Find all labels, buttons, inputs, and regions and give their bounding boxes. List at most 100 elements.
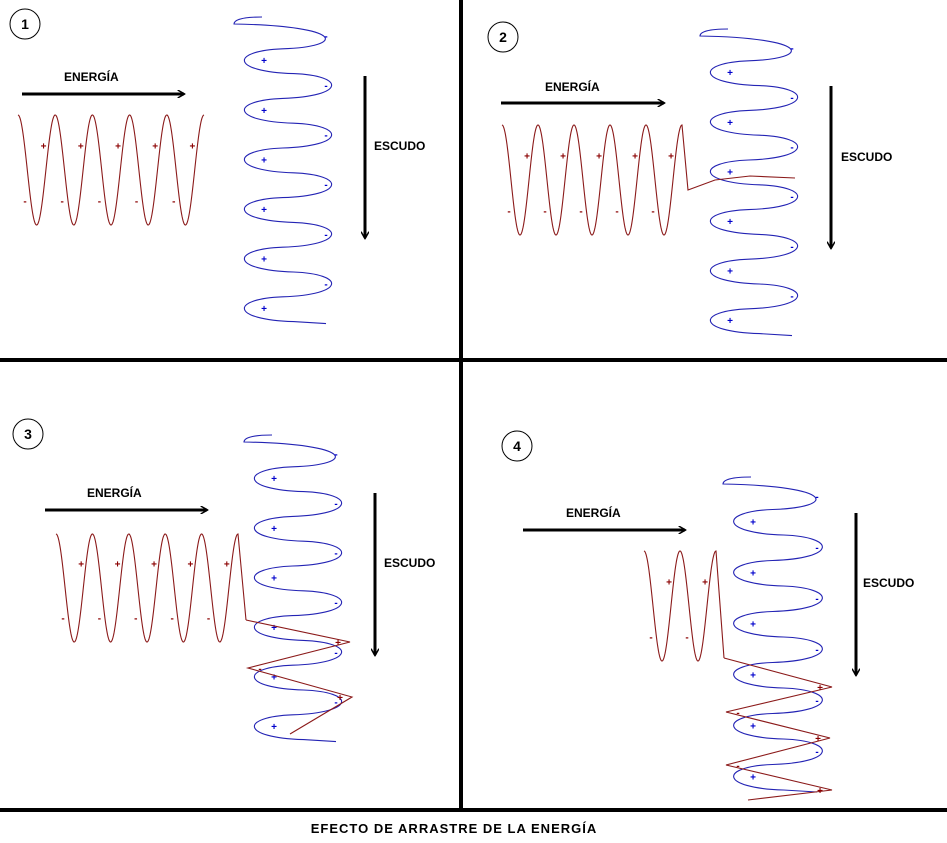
shield-positive-sign: + [727,217,733,228]
shield-negative-sign: - [790,93,793,104]
energy-positive-sign: + [78,141,84,152]
energy-positive-sign: + [560,151,566,162]
shield-positive-sign: + [271,722,277,733]
shield-coil [243,434,343,743]
shield-positive-sign: + [727,118,733,129]
energy-negative-sign: - [61,196,64,207]
shield-positive-sign: + [727,267,733,278]
shield-positive-sign: + [261,56,267,67]
shield-negative-sign: - [324,279,327,290]
shield-label: ESCUDO [841,150,892,164]
energy-label: ENERGÍA [545,79,600,94]
shield-negative-sign: - [790,242,793,253]
energy-negative-sign: - [736,708,739,719]
energy-negative-sign: - [258,664,261,675]
shield-positive-sign: + [261,255,267,266]
energy-positive-sign: + [224,560,230,571]
energy-positive-sign: + [668,151,674,162]
energy-weave [723,657,833,801]
energy-positive-sign: + [187,560,193,571]
energy-negative-sign: - [207,614,210,625]
energy-negative-sign: - [98,196,101,207]
shield-positive-sign: + [750,721,756,732]
energy-wave [55,533,247,643]
shield-negative-sign: - [324,131,327,142]
energy-negative-sign: - [543,206,546,217]
energy-positive-sign: + [41,141,47,152]
shield-negative-sign: - [790,291,793,302]
energy-positive-sign: + [524,151,530,162]
shield-negative-sign: - [334,499,337,510]
shield-positive-sign: + [261,106,267,117]
energy-negative-sign: - [172,196,175,207]
energy-positive-sign: + [596,151,602,162]
panel-number-badge [487,21,519,53]
shield-negative-sign: - [815,747,818,758]
energy-negative-sign: - [685,632,688,643]
shield-positive-sign: + [750,568,756,579]
shield-positive-sign: + [727,167,733,178]
shield-negative-sign: - [815,594,818,605]
panel-number: 4 [513,438,521,454]
energy-negative-sign: - [171,614,174,625]
panel-number: 3 [24,426,32,442]
shield-negative-sign: - [334,598,337,609]
energy-positive-sign: + [666,577,672,588]
panel-number-badge [9,8,41,40]
shield-negative-sign: - [324,180,327,191]
shield-negative-sign: - [790,143,793,154]
shield-positive-sign: + [271,573,277,584]
shield-negative-sign: - [334,549,337,560]
shield-negative-sign: - [324,81,327,92]
shield-negative-sign: - [324,230,327,241]
panel-number: 2 [499,29,507,45]
shield-positive-sign: + [261,155,267,166]
shield-positive-sign: + [261,205,267,216]
shield-negative-sign: - [334,697,337,708]
shield-label: ESCUDO [384,556,435,570]
energy-wave [17,114,205,226]
shield-positive-sign: + [750,517,756,528]
shield-positive-sign: + [750,619,756,630]
shield-negative-sign: - [815,645,818,656]
shield-negative-sign: - [324,31,327,42]
shield-coil [699,28,799,337]
shield-positive-sign: + [750,772,756,783]
shield-positive-sign: + [727,68,733,79]
shield-negative-sign: - [815,696,818,707]
energy-positive-sign: + [78,560,84,571]
panel-number-badge [12,418,44,450]
shield-positive-sign: + [271,673,277,684]
shield-negative-sign: - [334,449,337,460]
panel-number-badge [501,430,533,462]
energy-negative-sign: - [736,761,739,772]
shield-positive-sign: + [750,670,756,681]
shield-positive-sign: + [271,524,277,535]
panel-dividers [0,0,947,812]
energy-negative-sign: - [507,206,510,217]
energy-label: ENERGÍA [566,505,621,520]
energy-wave [643,550,725,662]
energy-positive-sign: + [702,577,708,588]
shield-negative-sign: - [815,543,818,554]
panel-number: 1 [21,16,29,32]
energy-positive-sign: + [817,683,823,694]
shield-negative-sign: - [815,492,818,503]
energy-negative-sign: - [579,206,582,217]
shield-negative-sign: - [790,192,793,203]
shield-positive-sign: + [271,474,277,485]
energy-negative-sign: - [98,614,101,625]
shield-negative-sign: - [334,648,337,659]
diagram-caption: EFECTO DE ARRASTRE DE LA ENERGÍA [311,821,597,836]
energy-positive-sign: + [115,560,121,571]
shield-positive-sign: + [727,316,733,327]
energy-positive-sign: + [817,786,823,797]
energy-negative-sign: - [649,632,652,643]
energy-positive-sign: + [632,151,638,162]
energy-positive-sign: + [335,638,341,649]
shield-coil [722,476,823,793]
energy-weave [245,619,354,735]
